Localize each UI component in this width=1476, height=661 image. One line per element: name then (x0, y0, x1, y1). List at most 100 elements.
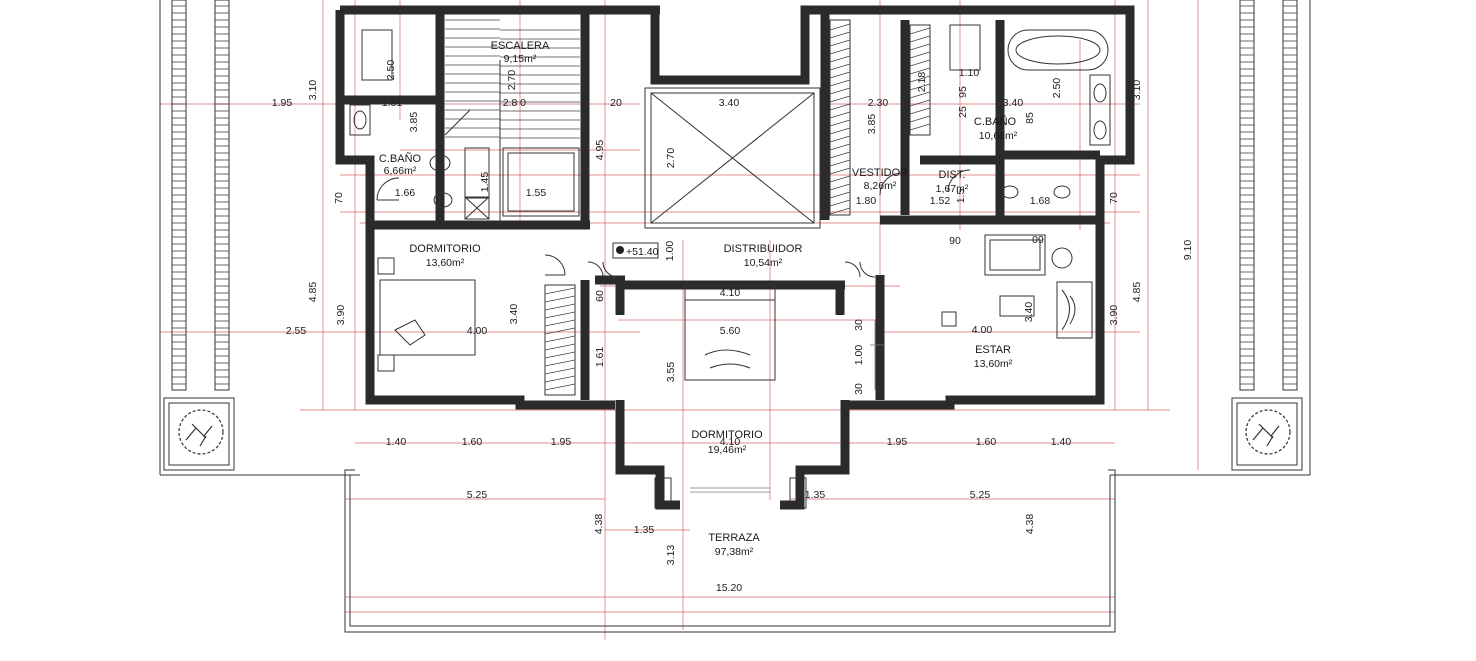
dim-1-55: 1.55 (526, 187, 547, 199)
dim-9-10: 9.10 (1182, 240, 1194, 261)
level-marker (612, 242, 659, 259)
dim-terrace-15-20: 15.20 (716, 582, 742, 594)
toilet-icon (429, 154, 1071, 208)
dim-2-30: 2.30 (868, 97, 889, 109)
washbasin-icon (349, 74, 1111, 146)
room-escalera-area: 9,15m² (504, 53, 537, 65)
dim-left-3-10: 3.10 (307, 80, 319, 101)
room-cbano-left-area: 6,66m² (384, 165, 417, 177)
room-dormitorio-main-area: 19,46m² (708, 444, 747, 456)
dimension-texts: 1.95 1.81 2.8 20 3.40 2.30 3.40 1.10 1.5… (272, 60, 1194, 594)
room-dormitorio-main-name: DORMITORIO (691, 429, 763, 441)
room-dormitorio-left-name: DORMITORIO (409, 243, 481, 255)
dim-1-45: 1.45 (479, 172, 491, 193)
dim-1-5: 1.5 (955, 189, 967, 204)
dim-4-85-left: 4.85 (307, 282, 319, 303)
dim-3-90-left: 3.90 (335, 305, 347, 326)
dim-1-00-mid: 1.00 (853, 345, 865, 366)
void-opening (644, 87, 821, 229)
dim-1-52: 1.52 (930, 195, 951, 207)
dim-3-40-right: 3.40 (1003, 97, 1024, 109)
room-distribuidor-name: DISTRIBUIDOR (724, 243, 803, 255)
dim-3-40-left: 3.40 (508, 304, 520, 325)
dim-terrace-4-38-a: 4.38 (593, 514, 605, 535)
fireplace-icon (1056, 281, 1093, 339)
sofa-icon (941, 234, 1073, 327)
dim-1-66: 1.66 (395, 187, 416, 199)
room-cbano-right-name: C.BAÑO (974, 115, 1017, 128)
dim-30-b: 30 (853, 383, 865, 395)
dim-25: 25 (957, 106, 969, 118)
room-vestidor-area: 8,26m² (864, 180, 897, 192)
room-escalera-name: ESCALERA (491, 40, 550, 52)
dim-4-10-b: 4.10 (720, 436, 741, 448)
dim-09: 09 (1032, 234, 1044, 246)
dim-4-10-a: 4.10 (720, 287, 741, 299)
room-terraza-area: 97,38m² (715, 546, 754, 558)
dim-4-85-right: 4.85 (1131, 282, 1143, 303)
bed-main-icon (684, 284, 776, 381)
dim-row-1-95-b: 1.95 (887, 436, 908, 448)
tree-icon (178, 409, 224, 455)
dim-4-95: 4.95 (594, 140, 606, 161)
dim-1-61: 1.61 (594, 347, 606, 368)
doors (376, 169, 971, 390)
dim-20: 20 (610, 97, 622, 109)
dim-2-18: 2.18 (916, 72, 928, 93)
dim-left-1-81: 1.81 (382, 97, 403, 109)
dim-3-40-top: 3.40 (719, 97, 740, 109)
dim-3-55: 3.55 (665, 362, 677, 383)
shower-icon (361, 24, 981, 220)
dim-stair-2-8: 2.8 (503, 97, 518, 109)
level-marker-text: +51.40 (626, 246, 659, 258)
dim-1-80: 1.80 (856, 195, 877, 207)
dim-terrace-4-38-b: 4.38 (1024, 514, 1036, 535)
right-pergola (1110, 0, 1311, 476)
room-labels: ESCALERA 9,15m² C.BAÑO 6,66m² DORMITORIO… (379, 40, 1018, 558)
dim-terrace-3-13: 3.13 (665, 545, 677, 566)
dim-4-00-right: 4.00 (972, 324, 993, 336)
dim-1-68: 1.68 (1030, 195, 1051, 207)
dim-1-00-top: 1.00 (664, 241, 676, 262)
bathtub-icon (1007, 29, 1109, 71)
dim-terrace-5-25-a: 5.25 (467, 489, 488, 501)
planter-left (163, 397, 235, 471)
room-dist-name: DIST. (939, 169, 966, 181)
room-estar-area: 13,60m² (974, 358, 1013, 370)
dim-left-2-50: 2.50 (385, 60, 397, 81)
dim-85: 85 (1024, 112, 1036, 124)
walls (335, 5, 1135, 510)
room-distribuidor-area: 10,54m² (744, 257, 783, 269)
wardrobe (544, 19, 931, 396)
dim-terrace-1-35-a: 1.35 (805, 489, 826, 501)
dim-30-a: 30 (853, 319, 865, 331)
stair (444, 19, 580, 225)
dim-stair-0: 0 (520, 97, 526, 109)
room-estar-name: ESTAR (975, 344, 1011, 356)
room-terraza-name: TERRAZA (708, 532, 760, 544)
room-cbano-right-area: 10,66m² (979, 130, 1018, 142)
planter-right (1231, 397, 1303, 471)
dim-row-1-40-a: 1.40 (386, 436, 407, 448)
room-dormitorio-left-area: 13,60m² (426, 257, 465, 269)
dim-1-10: 1.10 (959, 67, 980, 79)
dim-left-3-85: 3.85 (408, 112, 420, 133)
dim-95: 95 (957, 86, 969, 98)
dim-row-1-95-a: 1.95 (551, 436, 572, 448)
dim-left-1-95: 1.95 (272, 97, 293, 109)
dim-5-60: 5.60 (720, 325, 741, 337)
terrace-outline (344, 469, 1116, 633)
dim-2-70-void: 2.70 (665, 148, 677, 169)
room-cbano-left-name: C.BAÑO (379, 152, 422, 165)
dim-2-55: 2.55 (286, 325, 307, 337)
dim-60: 60 (594, 290, 606, 302)
dim-stair-2-70: 2.70 (506, 70, 518, 91)
dim-terrace-5-25-b: 5.25 (970, 489, 991, 501)
bed-left-icon (377, 257, 476, 372)
dim-terrace-1-35-b: 1.35 (634, 524, 655, 536)
dim-row-1-40-b: 1.40 (1051, 436, 1072, 448)
dim-3-40-est: 3.40 (1023, 302, 1035, 323)
room-dist-area: 1,67m² (936, 183, 969, 195)
dim-70-left: 70 (333, 192, 345, 204)
